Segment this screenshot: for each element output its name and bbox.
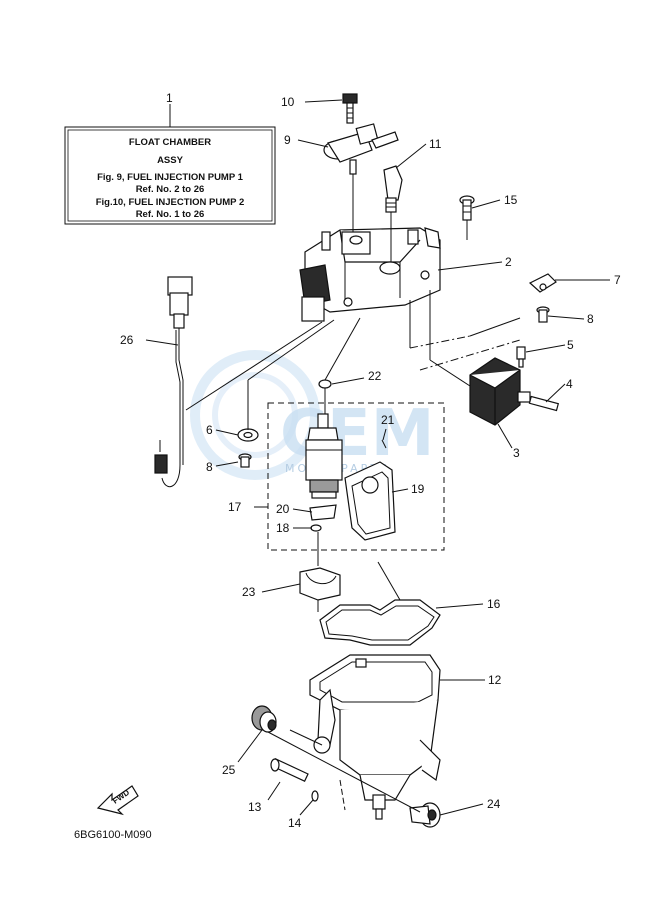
- info-box-line1: Fig. 9, FUEL INJECTION PUMP 1: [97, 172, 244, 183]
- cover-3: [469, 357, 531, 426]
- leader-lines: [145, 99, 610, 816]
- holder-23: [299, 567, 341, 601]
- callout-21: 21: [381, 413, 395, 427]
- callouts: 1 2 3 4 5 6 7 8 8 9 10 11 12 13 14 15 16…: [120, 91, 621, 830]
- callout-6: 6: [206, 423, 213, 437]
- callout-23: 23: [242, 585, 256, 599]
- screw-8-right: [536, 306, 550, 323]
- drain-plug-24: [409, 802, 441, 828]
- callout-7: 7: [614, 273, 621, 287]
- callout-14: 14: [288, 816, 302, 830]
- plug-25: [251, 705, 277, 733]
- callout-3: 3: [513, 446, 520, 460]
- screw-13: [270, 757, 309, 783]
- float-chamber-cover: [299, 227, 441, 322]
- callout-22: 22: [368, 369, 382, 383]
- float-chamber-body: [309, 654, 441, 820]
- wire-lead: [154, 276, 193, 488]
- callout-5: 5: [567, 338, 574, 352]
- pin-4: [528, 395, 560, 412]
- info-box-line4: Ref. No. 1 to 26: [136, 209, 205, 220]
- info-box-line3: Fig.10, FUEL INJECTION PUMP 2: [96, 197, 245, 208]
- callout-25: 25: [222, 763, 236, 777]
- diagram-code: 6BG6100-M090: [74, 829, 152, 841]
- part-21: [381, 439, 387, 449]
- screw-15: [459, 195, 475, 221]
- clip-20: [309, 504, 337, 521]
- callout-2: 2: [505, 255, 512, 269]
- o-ring-22: [318, 379, 332, 389]
- info-box-line2: Ref. No. 2 to 26: [136, 184, 205, 195]
- callout-12: 12: [488, 673, 502, 687]
- callout-9: 9: [284, 133, 291, 147]
- callout-4: 4: [566, 377, 573, 391]
- info-box-title: FLOAT CHAMBER: [129, 137, 211, 148]
- screw-8-left: [238, 453, 252, 468]
- pin-5: [516, 346, 526, 368]
- fuel-pump: [305, 413, 343, 499]
- info-box-subtitle: ASSY: [157, 155, 184, 166]
- clip-7: [528, 273, 557, 293]
- callout-11: 11: [429, 137, 442, 151]
- pump-assy-frame: [267, 402, 445, 551]
- watermark-brand: CEM: [280, 397, 434, 471]
- callout-1: 1: [166, 91, 173, 105]
- callout-20: 20: [276, 502, 290, 516]
- callout-24: 24: [487, 797, 501, 811]
- washer-18: [310, 524, 322, 532]
- callout-16: 16: [487, 597, 501, 611]
- callout-8-right: 8: [587, 312, 594, 326]
- callout-18: 18: [276, 521, 290, 535]
- filter-19: [344, 461, 396, 541]
- fwd-arrow: FWD: [96, 785, 139, 816]
- callout-17: 17: [228, 500, 242, 514]
- ring-14: [311, 790, 319, 802]
- gasket-16: [319, 599, 441, 646]
- callout-13: 13: [248, 800, 262, 814]
- fitting-11: [383, 165, 403, 213]
- callout-15: 15: [504, 193, 518, 207]
- callout-8-left: 8: [206, 460, 213, 474]
- callout-26: 26: [120, 333, 134, 347]
- bolt-10: [342, 93, 358, 124]
- callout-19: 19: [411, 482, 425, 496]
- grommet-6: [237, 428, 259, 442]
- pressure-regulator: [323, 123, 399, 175]
- info-box: FLOAT CHAMBER ASSY Fig. 9, FUEL INJECTIO…: [64, 104, 276, 225]
- callout-10: 10: [281, 95, 295, 109]
